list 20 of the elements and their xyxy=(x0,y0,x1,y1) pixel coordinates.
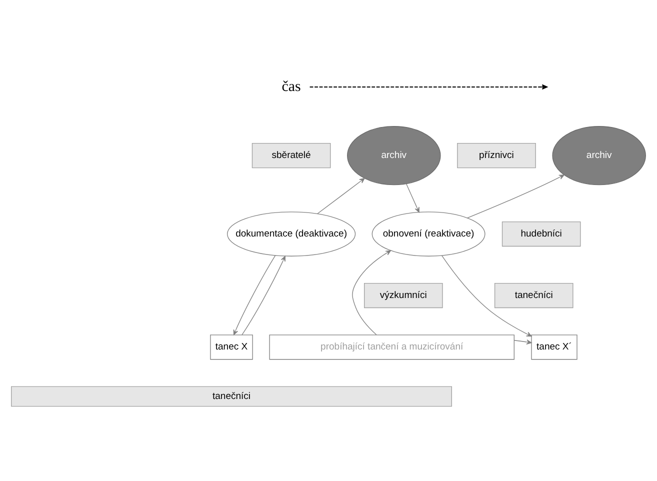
node-box: příznivci xyxy=(457,143,536,168)
arrow xyxy=(467,174,564,218)
label: čas xyxy=(282,78,301,95)
node-ellipse: archiv xyxy=(552,126,646,186)
arrow xyxy=(352,250,392,336)
node-box: tanečníci xyxy=(494,282,574,308)
node-box: tanečníci xyxy=(11,386,452,407)
arrow xyxy=(317,178,365,214)
node-box: probíhající tančení a muzicírování xyxy=(269,334,514,360)
node-box: tanec X´ xyxy=(531,334,578,360)
arrow xyxy=(442,255,532,337)
node-box: tanec X xyxy=(210,334,253,360)
node-box: hudebníci xyxy=(502,221,581,247)
node-box: sběratelé xyxy=(252,143,331,168)
node-box: výzkumníci xyxy=(364,282,443,308)
node-ellipse: dokumentace (deaktivace) xyxy=(226,212,356,256)
arrow xyxy=(514,340,532,344)
arrow xyxy=(406,184,420,213)
arrow xyxy=(233,255,276,336)
arrow xyxy=(242,256,286,336)
